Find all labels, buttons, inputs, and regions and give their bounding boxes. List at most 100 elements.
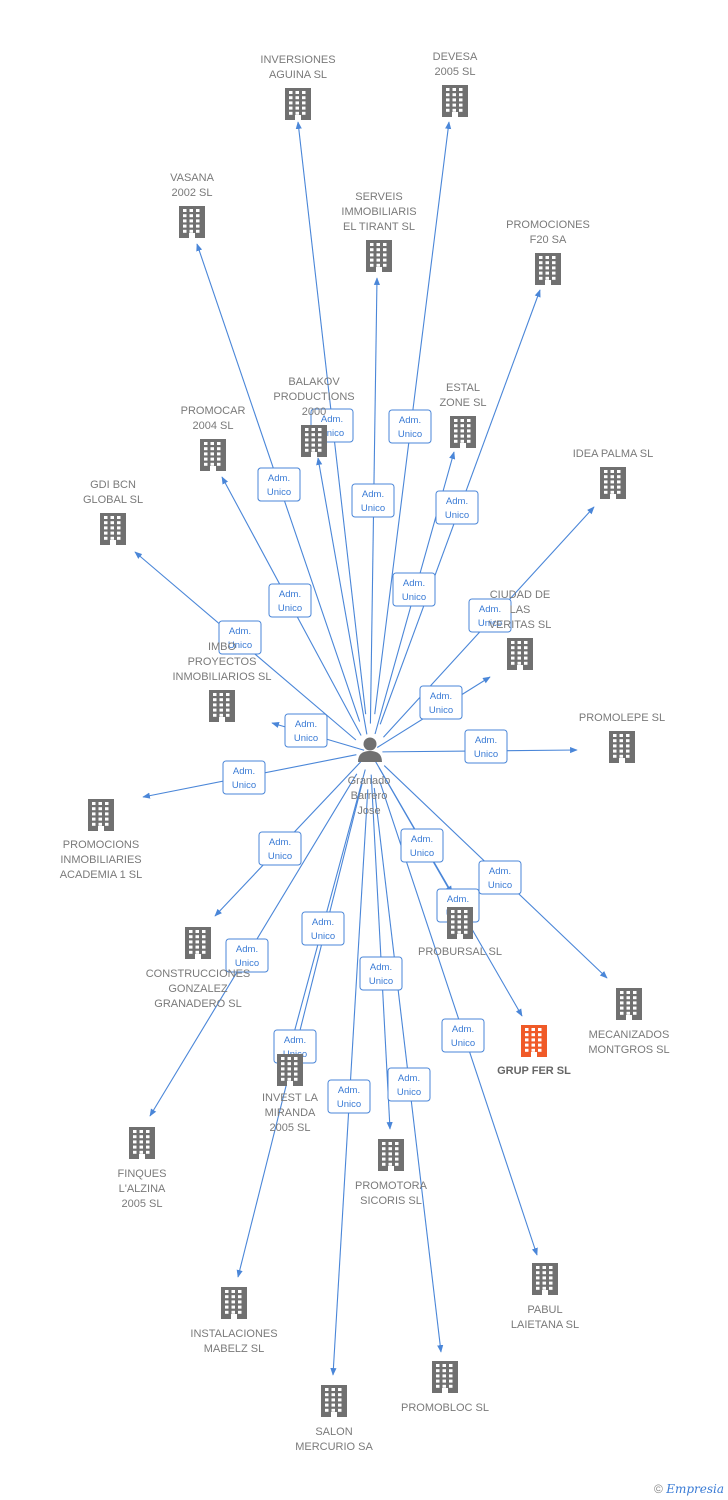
building-window bbox=[626, 1001, 630, 1005]
role-label-adm-unico[interactable]: Adm.Unico bbox=[258, 831, 302, 866]
role-label-adm-unico[interactable]: Adm.Unico bbox=[387, 1067, 431, 1102]
company-label: ACADEMIA 1 SL bbox=[60, 869, 143, 881]
building-icon[interactable] bbox=[447, 907, 473, 939]
role-label-adm-unico[interactable]: Adm.Unico bbox=[388, 409, 432, 444]
building-icon[interactable] bbox=[378, 1139, 404, 1171]
building-icon[interactable] bbox=[129, 1127, 155, 1159]
role-label-adm-unico[interactable]: Adm.Unico bbox=[268, 583, 312, 618]
building-window bbox=[395, 1157, 399, 1161]
company-node-grup-fer[interactable]: GRUP FER SL bbox=[497, 1025, 571, 1077]
role-label-adm-unico[interactable]: Adm.Unico bbox=[359, 956, 403, 991]
building-window bbox=[302, 91, 306, 94]
building-window bbox=[183, 209, 187, 212]
role-label-adm-unico[interactable]: Adm.Unico bbox=[327, 1079, 371, 1114]
building-window bbox=[452, 93, 456, 97]
role-label-adm-unico[interactable]: Adm.Unico bbox=[218, 620, 262, 655]
building-icon[interactable] bbox=[432, 1361, 458, 1393]
company-label: CONSTRUCCIONES bbox=[146, 968, 251, 980]
building-icon[interactable] bbox=[185, 927, 211, 959]
role-label-adm-unico[interactable]: Adm.Unico bbox=[257, 467, 301, 502]
company-label: MONTGROS SL bbox=[588, 1044, 669, 1056]
role-label-text: Unico bbox=[267, 487, 291, 498]
building-icon[interactable] bbox=[277, 1054, 303, 1086]
building-window bbox=[604, 475, 608, 479]
company-label: 2005 SL bbox=[435, 66, 476, 78]
building-window bbox=[213, 698, 217, 702]
role-label-adm-unico[interactable]: Adm.Unico bbox=[468, 598, 512, 633]
building-window bbox=[139, 1135, 143, 1139]
building-window bbox=[287, 1072, 291, 1076]
building-icon[interactable] bbox=[285, 88, 311, 120]
building-icon[interactable] bbox=[616, 988, 642, 1020]
building-window bbox=[231, 1290, 235, 1293]
company-node-promolepe[interactable]: PROMOLEPE SL bbox=[579, 712, 665, 763]
role-label-adm-unico[interactable]: Adm.Unico bbox=[464, 729, 508, 764]
building-icon[interactable] bbox=[507, 638, 533, 670]
company-node-promobloc[interactable]: PROMOBLOC SL bbox=[401, 1361, 489, 1414]
company-label: 2005 SL bbox=[270, 1122, 311, 1134]
company-node-idea-palma[interactable]: IDEA PALMA SL bbox=[573, 448, 654, 499]
building-door bbox=[210, 466, 216, 471]
building-icon[interactable] bbox=[200, 439, 226, 471]
role-label-adm-unico[interactable]: Adm.Unico bbox=[441, 1018, 485, 1053]
role-label-adm-unico[interactable]: Adm.Unico bbox=[225, 938, 269, 973]
building-icon[interactable] bbox=[366, 240, 392, 272]
role-label-adm-unico[interactable]: Adm.Unico bbox=[351, 483, 395, 518]
building-icon[interactable] bbox=[179, 206, 205, 238]
building-window bbox=[146, 1145, 150, 1149]
company-node-probursal[interactable]: PROBURSAL SL bbox=[418, 907, 502, 958]
building-window bbox=[545, 276, 549, 280]
company-label: INVERSIONES bbox=[260, 54, 335, 66]
building-icon[interactable] bbox=[100, 513, 126, 545]
building-icon[interactable] bbox=[301, 425, 327, 457]
building-icon[interactable] bbox=[209, 690, 235, 722]
role-label-adm-unico[interactable]: Adm.Unico bbox=[435, 490, 479, 525]
building-icon[interactable] bbox=[600, 467, 626, 499]
building-window bbox=[442, 1369, 446, 1373]
role-label-adm-unico[interactable]: Adm.Unico bbox=[222, 760, 266, 795]
company-label: EL TIRANT SL bbox=[343, 221, 415, 233]
company-label: LAS bbox=[510, 604, 531, 616]
building-icon[interactable] bbox=[442, 85, 468, 117]
company-label: GRANADERO SL bbox=[154, 998, 241, 1010]
role-label-adm-unico[interactable]: Adm.Unico bbox=[478, 860, 522, 895]
role-label-adm-unico[interactable]: Adm.Unico bbox=[400, 828, 444, 863]
building-icon[interactable] bbox=[321, 1385, 347, 1417]
building-icon[interactable] bbox=[532, 1263, 558, 1295]
building-icon[interactable] bbox=[88, 799, 114, 831]
role-label-text: Unico bbox=[235, 958, 259, 969]
role-label-adm-unico[interactable]: Adm.Unico bbox=[284, 713, 328, 748]
building-icon[interactable] bbox=[535, 253, 561, 285]
building-window bbox=[395, 1147, 399, 1151]
building-icon[interactable] bbox=[450, 416, 476, 448]
building-icon[interactable] bbox=[609, 731, 635, 763]
role-label-adm-unico[interactable]: Adm.Unico bbox=[419, 685, 463, 720]
building-icon[interactable] bbox=[521, 1025, 547, 1057]
brand-name[interactable]: Empresia bbox=[666, 1482, 724, 1496]
building-window bbox=[92, 812, 96, 816]
building-icon[interactable] bbox=[221, 1287, 247, 1319]
role-label-adm-unico[interactable]: Adm.Unico bbox=[392, 572, 436, 607]
role-label-adm-unico[interactable]: Adm.Unico bbox=[301, 911, 345, 946]
